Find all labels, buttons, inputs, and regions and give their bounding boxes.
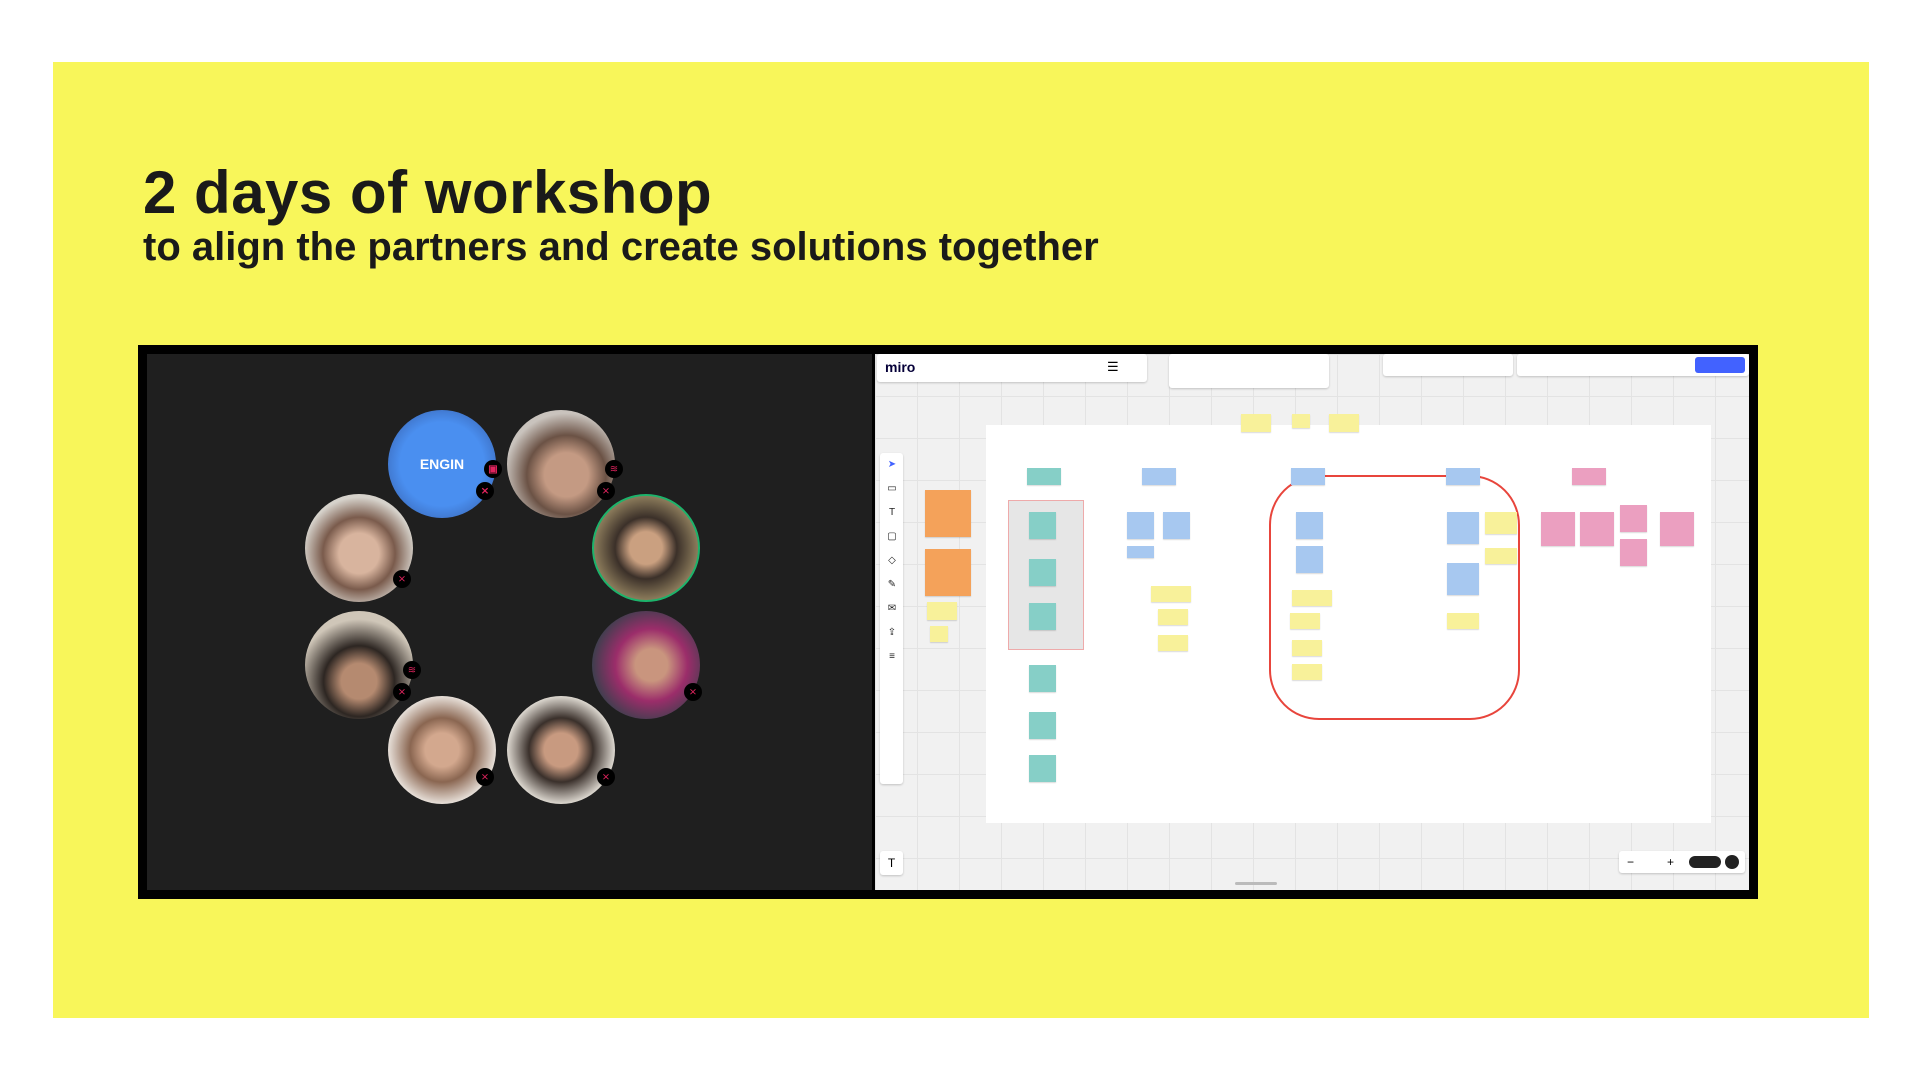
- sticky-note[interactable]: [1151, 586, 1191, 602]
- top-right-toolbar[interactable]: [1517, 354, 1749, 376]
- highlight-outline: [1269, 475, 1520, 720]
- sticky-note[interactable]: [1296, 546, 1323, 573]
- sticky-note[interactable]: [1241, 414, 1271, 432]
- mic-muted-icon: ⨯: [597, 768, 615, 786]
- scrollbar[interactable]: [1235, 882, 1277, 885]
- sticky-note[interactable]: [1290, 613, 1320, 629]
- participant-video[interactable]: ⨯: [305, 494, 413, 602]
- shapes-tool-icon[interactable]: ◇: [888, 555, 896, 566]
- participant-name: ENGIN: [419, 456, 465, 472]
- frame-tool-icon[interactable]: ▭: [887, 483, 897, 494]
- weak-connection-icon: ≋: [403, 661, 421, 679]
- sticky-note[interactable]: [1447, 512, 1479, 544]
- mic-muted-icon: ⨯: [393, 683, 411, 701]
- sticky-note[interactable]: [925, 490, 971, 537]
- mic-muted-icon: ⨯: [684, 683, 702, 701]
- participant-engin[interactable]: ENGIN ▣ ⨯: [388, 410, 502, 518]
- sticky-note[interactable]: [927, 602, 957, 620]
- sticky-note[interactable]: [1292, 640, 1322, 656]
- sticky-note[interactable]: [1296, 512, 1323, 539]
- share-button[interactable]: [1695, 357, 1745, 373]
- sticky-note[interactable]: [1580, 512, 1614, 546]
- zoom-controls: − +: [1619, 851, 1745, 873]
- sticky-note[interactable]: [1029, 712, 1056, 739]
- left-toolbar: ➤ ▭ T ▢ ◇ ✎ ✉ ⇪ ≡: [880, 453, 903, 784]
- sticky-note[interactable]: [1127, 512, 1154, 539]
- weak-connection-icon: ≋: [605, 460, 623, 478]
- sticky-note[interactable]: [1620, 539, 1647, 566]
- select-tool-icon[interactable]: ➤: [887, 459, 897, 470]
- column-header[interactable]: [1572, 468, 1606, 485]
- collaboration-toolbar[interactable]: [1383, 354, 1513, 376]
- sticky-note[interactable]: [1447, 613, 1479, 629]
- sticky-note[interactable]: [1485, 512, 1517, 534]
- participant-video[interactable]: ≋ ⨯: [305, 611, 421, 719]
- pen-tool-icon[interactable]: ✎: [887, 579, 897, 590]
- board-panel: [1169, 354, 1329, 388]
- sticky-note[interactable]: [1127, 546, 1154, 558]
- video-call-panel: ENGIN ▣ ⨯ ≋ ⨯ ⨯ ≋ ⨯ ⨯ ⨯ ⨯: [147, 354, 872, 890]
- sticky-note[interactable]: [1292, 590, 1332, 606]
- menu-icon[interactable]: ☰: [1107, 359, 1119, 374]
- participant-video-speaking[interactable]: [592, 494, 700, 602]
- sticky-note[interactable]: [1660, 512, 1694, 546]
- sticky-note[interactable]: [930, 626, 948, 642]
- upload-tool-icon[interactable]: ⇪: [887, 627, 897, 638]
- mic-muted-icon: ⨯: [597, 482, 615, 500]
- templates-icon[interactable]: T: [880, 851, 903, 875]
- zoom-out-button[interactable]: −: [1627, 855, 1635, 869]
- sticky-note[interactable]: [1029, 755, 1056, 782]
- mic-muted-icon: ⨯: [393, 570, 411, 588]
- sticky-note[interactable]: [1620, 505, 1647, 532]
- column-header[interactable]: [1027, 468, 1061, 485]
- comment-tool-icon[interactable]: ✉: [887, 603, 897, 614]
- participant-video[interactable]: ⨯: [507, 696, 615, 804]
- sticky-note[interactable]: [1292, 414, 1310, 428]
- camera-off-icon: ▣: [484, 460, 502, 478]
- sticky-note[interactable]: [1029, 512, 1056, 539]
- mic-muted-icon: ⨯: [476, 482, 494, 500]
- sticky-note[interactable]: [1447, 563, 1479, 595]
- workshop-frame[interactable]: [986, 425, 1711, 823]
- sticky-note[interactable]: [1029, 603, 1056, 630]
- sticky-note[interactable]: [1541, 512, 1575, 546]
- mic-muted-icon: ⨯: [476, 768, 494, 786]
- miro-board[interactable]: miro ☰ ➤ ▭ T ▢ ◇ ✎ ✉ ⇪ ≡ T − +: [875, 354, 1749, 890]
- text-tool-icon[interactable]: T: [888, 507, 896, 518]
- column-header[interactable]: [1291, 468, 1325, 485]
- board-header: miro ☰: [877, 354, 1147, 382]
- column-header[interactable]: [1142, 468, 1176, 485]
- miro-logo: miro: [885, 359, 916, 375]
- participant-video[interactable]: ⨯: [388, 696, 496, 804]
- sticky-note[interactable]: [1029, 665, 1056, 692]
- sticky-note[interactable]: [1029, 559, 1056, 586]
- sticky-note[interactable]: [1158, 635, 1188, 651]
- sticky-note[interactable]: [1158, 609, 1188, 625]
- slide-subtitle: to align the partners and create solutio…: [143, 225, 1099, 269]
- column-header[interactable]: [1446, 468, 1480, 485]
- minimap-toggle[interactable]: [1689, 856, 1721, 868]
- sticky-note[interactable]: [1163, 512, 1190, 539]
- sticky-note[interactable]: [1485, 548, 1517, 564]
- zoom-in-button[interactable]: +: [1667, 855, 1675, 869]
- sticky-note[interactable]: [1329, 414, 1359, 432]
- participant-video[interactable]: ≋ ⨯: [507, 410, 623, 518]
- help-icon[interactable]: [1725, 855, 1739, 869]
- sticky-note-icon[interactable]: ▢: [887, 531, 897, 542]
- sticky-note[interactable]: [925, 549, 971, 596]
- sticky-note[interactable]: [1292, 664, 1322, 680]
- slide-title: 2 days of workshop: [143, 159, 713, 226]
- more-tools-icon[interactable]: ≡: [889, 651, 895, 662]
- participant-video[interactable]: ⨯: [592, 611, 702, 719]
